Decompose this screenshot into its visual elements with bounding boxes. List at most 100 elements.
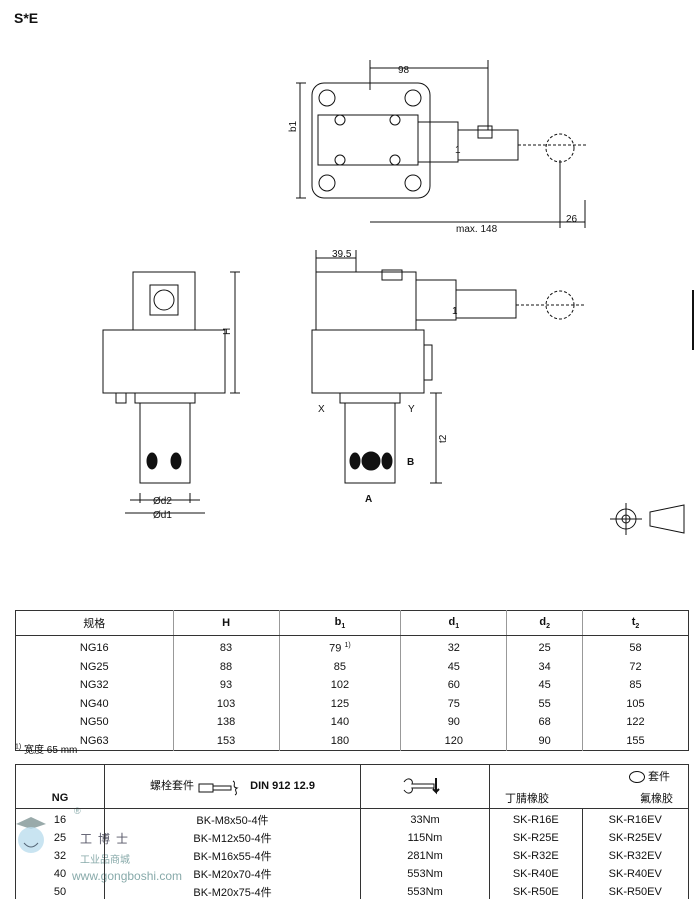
table-cell: 180	[278, 731, 401, 751]
side-view-right	[311, 250, 586, 484]
table-cell: 33Nm	[360, 808, 490, 829]
table-cell: SK-R32E	[489, 847, 583, 865]
table-cell: BK-M12x50-4件	[104, 829, 361, 847]
table-cell: 85	[581, 676, 689, 695]
table-cell: SK-R25E	[489, 829, 583, 847]
projection-symbol	[610, 503, 685, 535]
table-cell: 55	[506, 694, 583, 713]
table-cell: 281Nm	[360, 847, 490, 865]
table-cell: SK-R16E	[489, 808, 583, 829]
port-a: A	[365, 494, 372, 505]
table-cell: 90	[400, 713, 507, 732]
table-cell: 45	[400, 657, 507, 676]
table-cell: 102	[278, 676, 401, 695]
table-cell: 120	[400, 731, 507, 751]
side-view-left	[102, 271, 240, 514]
header-nbr: 丁腈橡胶	[505, 792, 549, 805]
port-y: Y	[408, 404, 415, 415]
table-cell: 153	[172, 731, 280, 751]
table-header-row: 规格 H b1 d1 d2 t2	[15, 610, 689, 636]
header-d2: d2	[506, 610, 583, 636]
header-h: H	[172, 610, 280, 636]
port-x: X	[318, 404, 325, 415]
table-cell: 25	[506, 635, 583, 658]
header-seal-kit: 丁腈橡胶 套件氟橡胶	[489, 764, 689, 809]
header-b1: b1	[278, 610, 401, 636]
table-cell: 115Nm	[360, 829, 490, 847]
dim-39-5: 39.5	[332, 249, 352, 260]
table-cell: 553Nm	[360, 865, 490, 883]
table-cell: 155	[581, 731, 689, 751]
dim-b1: b1	[288, 120, 299, 132]
label-1a: 1	[455, 145, 461, 156]
table-cell: 68	[506, 713, 583, 732]
table-cell: SK-R16EV	[581, 808, 689, 829]
footnote: 1) 宽度 65 mm	[15, 743, 78, 756]
header-size: 规格	[15, 610, 174, 636]
table-cell: NG40	[79, 697, 109, 710]
label-1b: 1	[452, 306, 458, 317]
header-kit: 套件	[648, 770, 671, 783]
table-cell: SK-R25EV	[581, 829, 689, 847]
dim-d2: Ød2	[153, 496, 172, 507]
table-cell: NG16	[79, 642, 109, 655]
dim-H: H	[222, 328, 233, 335]
table-cell: SK-R50EV	[581, 883, 689, 899]
table-cell: 25	[15, 829, 105, 847]
header-d1: d1	[400, 610, 507, 636]
dim-26: 26	[566, 214, 578, 225]
table-cell: NG63	[79, 734, 109, 747]
top-view	[296, 60, 588, 228]
table-cell: NG25	[79, 660, 109, 673]
table-cell: 75	[400, 694, 507, 713]
table-cell: 140	[278, 713, 401, 732]
table-cell: 40	[15, 865, 105, 883]
table-cell: 88	[172, 657, 280, 676]
table-cell: 45	[506, 676, 583, 695]
table-cell: NG50	[79, 716, 109, 729]
table-cell: 58	[581, 635, 689, 658]
table-cell: 105	[581, 694, 689, 713]
header-fkm: 氟橡胶	[640, 792, 673, 805]
header-bolt-kit: 螺栓套件 DIN 912 12.9	[104, 764, 361, 809]
table-cell: 34	[506, 657, 583, 676]
table-cell: 16	[15, 808, 105, 829]
header-ng: NG	[15, 764, 105, 809]
technical-drawing: 98 b1 max. 148 26 1 H Ød2 Ød1 39.5 X Y t…	[102, 60, 694, 535]
o-ring-icon	[628, 770, 645, 783]
dim-max148: max. 148	[456, 224, 498, 235]
table-cell: SK-R40EV	[581, 865, 689, 883]
table-cell: 72	[581, 657, 689, 676]
bolt-icon	[198, 780, 239, 795]
table-cell: BK-M16x55-4件	[104, 847, 361, 865]
table-cell: 90	[506, 731, 583, 751]
port-b: B	[407, 457, 414, 468]
table-cell: 60	[400, 676, 507, 695]
table-cell: SK-R32EV	[581, 847, 689, 865]
table-cell: 138	[172, 713, 280, 732]
table-cell: 122	[581, 713, 689, 732]
table-cell: NG32	[79, 679, 109, 692]
wrench-torque-icon	[403, 778, 440, 795]
table-cell: BK-M8x50-4件	[104, 808, 361, 829]
section-title: S*E	[14, 10, 39, 26]
dim-d1: Ød1	[153, 510, 172, 521]
table-cell: 32	[400, 635, 507, 658]
dim-t2: t2	[438, 434, 449, 443]
table-cell: 83	[172, 635, 280, 658]
header-torque	[360, 764, 490, 809]
table-cell: 103	[172, 694, 280, 713]
